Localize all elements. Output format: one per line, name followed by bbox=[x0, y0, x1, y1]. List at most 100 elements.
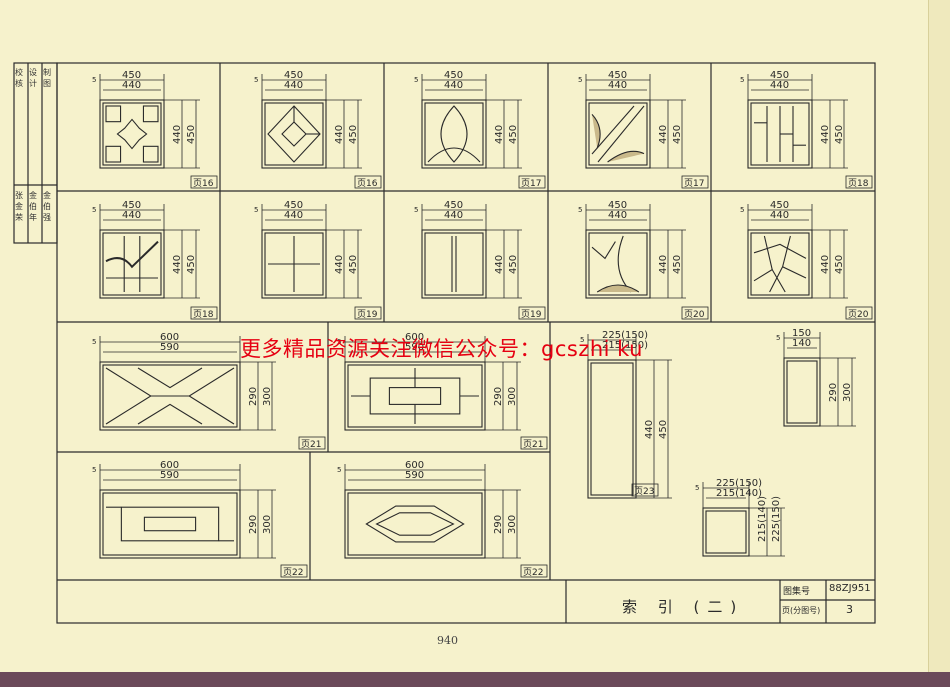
height-inner-label: 440 bbox=[658, 125, 669, 144]
lattice-panel-4 bbox=[585, 74, 709, 189]
panel-inner-outline bbox=[102, 492, 238, 556]
offset-label: 5 bbox=[695, 484, 699, 492]
panel-inner-outline bbox=[347, 364, 483, 428]
page-ref-label: 页20 bbox=[848, 309, 869, 320]
lattice-panel-10 bbox=[747, 204, 873, 320]
height-outer-label: 450 bbox=[348, 255, 359, 274]
dimension-group bbox=[421, 204, 522, 299]
atlas-no-value: 88ZJ951 bbox=[829, 583, 871, 594]
height-inner-label: 290 bbox=[493, 515, 504, 534]
lattice-panel-3 bbox=[421, 74, 546, 189]
offset-label: 5 bbox=[578, 206, 582, 214]
signer-name-1: 张 金 荣 bbox=[15, 191, 23, 222]
dimension-group bbox=[99, 74, 200, 169]
width-outer-label: 450 bbox=[770, 200, 789, 211]
signer-name-2: 金 伯 年 bbox=[29, 191, 37, 222]
lattice-panel-7 bbox=[261, 204, 382, 320]
width-inner-label: 440 bbox=[122, 210, 141, 221]
role-label-3: 制 图 bbox=[43, 68, 51, 88]
height-inner-label: 440 bbox=[658, 255, 669, 274]
height-outer-label: 450 bbox=[672, 125, 683, 144]
lattice-panel-1 bbox=[99, 74, 218, 189]
width-outer-label: 450 bbox=[444, 70, 463, 81]
dimension-group bbox=[585, 74, 686, 169]
panel-inner-outline bbox=[102, 364, 238, 428]
offset-label: 5 bbox=[92, 76, 96, 84]
height-outer-label: 450 bbox=[508, 125, 519, 144]
width-outer-label: 450 bbox=[284, 70, 303, 81]
width-inner-label: 590 bbox=[405, 470, 424, 481]
dimension-group bbox=[783, 332, 856, 427]
lattice-panel-12 bbox=[344, 336, 548, 450]
height-inner-label: 440 bbox=[494, 255, 505, 274]
height-outer-label: 300 bbox=[507, 515, 518, 534]
width-inner-label: 440 bbox=[608, 210, 627, 221]
panel-inner-outline bbox=[424, 232, 484, 296]
atlas-no-label: 图集号 bbox=[783, 587, 811, 597]
panel-outline bbox=[421, 229, 487, 299]
panel-inner-outline bbox=[588, 232, 648, 296]
lattice-panel-14 bbox=[783, 332, 856, 427]
panel-outline bbox=[99, 489, 241, 559]
width-outer-label: 225(150) bbox=[716, 478, 762, 489]
page-ref-label: 页17 bbox=[684, 178, 704, 189]
width-inner-label: 590 bbox=[160, 342, 179, 353]
offset-label: 5 bbox=[92, 206, 96, 214]
lattice-panel-13 bbox=[587, 334, 672, 499]
panel-outline bbox=[344, 361, 486, 431]
pattern-lens bbox=[427, 105, 481, 163]
pattern-bars bbox=[754, 106, 806, 162]
panel-outline bbox=[747, 99, 813, 169]
offset-label: 5 bbox=[254, 206, 258, 214]
dimension-group bbox=[585, 204, 686, 299]
offset-label: 5 bbox=[254, 76, 258, 84]
width-inner-label: 590 bbox=[160, 470, 179, 481]
dimension-group bbox=[702, 482, 785, 557]
height-inner-label: 440 bbox=[644, 420, 655, 439]
page-number: 940 bbox=[437, 634, 458, 647]
panel-outline bbox=[261, 99, 327, 169]
lattice-panel-17 bbox=[702, 482, 785, 557]
page-ref-label: 页21 bbox=[301, 439, 321, 450]
offset-label: 5 bbox=[580, 336, 584, 344]
dimension-group bbox=[344, 464, 521, 559]
width-outer-label: 450 bbox=[608, 200, 627, 211]
page-ref-label: 页16 bbox=[357, 178, 378, 189]
watermark-text: 更多精品资源关注微信公众号：gcszhi ku bbox=[240, 337, 643, 361]
role-label-2: 设 计 bbox=[29, 68, 37, 88]
offset-label: 5 bbox=[92, 466, 96, 474]
offset-label: 5 bbox=[414, 206, 418, 214]
width-inner-label: 140 bbox=[792, 338, 811, 349]
pattern-grid4 bbox=[268, 236, 320, 292]
height-inner-label: 440 bbox=[334, 125, 345, 144]
panel-outline bbox=[344, 489, 486, 559]
width-outer-label: 150 bbox=[792, 328, 811, 339]
panel-outline bbox=[261, 229, 327, 299]
pattern-frame bbox=[106, 506, 234, 542]
panel-inner-outline bbox=[102, 232, 162, 296]
dimension-group bbox=[99, 464, 276, 559]
panel-inner-outline bbox=[786, 360, 818, 424]
panel-outline bbox=[585, 99, 651, 169]
offset-label: 5 bbox=[414, 76, 418, 84]
panel-inner-outline bbox=[347, 492, 483, 556]
height-outer-label: 300 bbox=[262, 387, 273, 406]
offset-label: 5 bbox=[578, 76, 582, 84]
pattern-hexagon bbox=[365, 505, 465, 543]
height-inner-label: 215(140) bbox=[757, 496, 768, 542]
pattern-fret bbox=[351, 368, 479, 424]
width-inner-label: 440 bbox=[770, 210, 789, 221]
lattice-panel-2 bbox=[261, 74, 382, 189]
dimension-group bbox=[99, 336, 276, 431]
page-ref-label: 页19 bbox=[521, 309, 542, 320]
width-outer-label: 600 bbox=[160, 460, 179, 471]
offset-label: 5 bbox=[740, 76, 744, 84]
signature-strip bbox=[13, 62, 58, 244]
dimension-group bbox=[344, 336, 521, 431]
dimension-group bbox=[261, 74, 362, 169]
height-inner-label: 290 bbox=[493, 387, 504, 406]
width-outer-label: 450 bbox=[284, 200, 303, 211]
width-outer-label: 600 bbox=[405, 460, 424, 471]
